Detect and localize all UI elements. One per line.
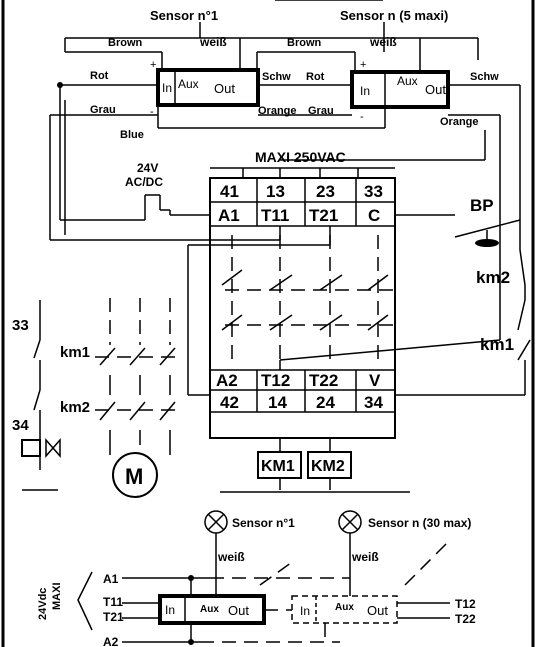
- svg-text:Brown: Brown: [287, 37, 322, 49]
- module-term-a1: A1: [218, 206, 240, 225]
- svg-text:Brown: Brown: [108, 37, 143, 49]
- sensor1-aux: Aux: [178, 77, 199, 91]
- svg-text:Blue: Blue: [120, 129, 144, 141]
- supply-label-2: AC/DC: [125, 175, 163, 189]
- svg-text:weiß: weiß: [217, 550, 245, 564]
- svg-text:Out: Out: [367, 603, 388, 618]
- svg-text:Aux: Aux: [200, 604, 219, 615]
- module-top-num-3: 33: [364, 182, 383, 201]
- svg-text:Rot: Rot: [90, 70, 109, 82]
- bottom-sensor1-title: Sensor n°1: [232, 516, 295, 530]
- module-term-t22: T22: [309, 371, 338, 390]
- bottom-sensor1-box: [158, 594, 266, 625]
- sensor1-title: Sensor n°1: [150, 8, 218, 23]
- module-bottom-num-1: 14: [268, 393, 287, 412]
- svg-text:Orange: Orange: [440, 116, 479, 128]
- valve-icon: [45, 438, 61, 458]
- sensorn-box: [350, 70, 450, 109]
- km2-contact-label: km2: [476, 268, 510, 287]
- module-term-t21: T21: [309, 206, 338, 225]
- module-term-a2: A2: [216, 371, 238, 390]
- module-term-v: V: [369, 371, 381, 390]
- terminal-33-label: 33: [12, 317, 29, 334]
- side-label-maxi: MAXI: [51, 583, 63, 611]
- module-bottom-num-3: 34: [364, 393, 383, 412]
- side-label-24vdc: 24Vdc: [37, 588, 49, 620]
- km1-label: KM1: [261, 458, 295, 475]
- sensor1-box: [156, 68, 260, 107]
- sensorn-in: In: [360, 84, 370, 98]
- svg-text:In: In: [300, 604, 310, 618]
- sensor1-out: Out: [214, 81, 235, 96]
- bottom-sensorn-title: Sensor n (30 max): [368, 516, 471, 530]
- svg-text:weiß: weiß: [199, 35, 227, 49]
- svg-text:+: +: [360, 59, 366, 71]
- svg-text:+: +: [150, 59, 156, 71]
- module-box: [209, 177, 396, 439]
- module-title: MAXI 250VAC: [255, 149, 346, 165]
- svg-text:-: -: [360, 111, 364, 123]
- module-term-t11: T11: [261, 206, 289, 225]
- km2-label: KM2: [311, 458, 345, 475]
- sensorn-aux: Aux: [397, 74, 418, 88]
- power-contacts: [95, 298, 180, 455]
- svg-text:weiß: weiß: [369, 35, 397, 49]
- sensor1-in: In: [162, 81, 172, 95]
- bp-button-icon: [475, 239, 499, 247]
- km1-contact-label: km1: [480, 335, 514, 354]
- km2-box: [307, 451, 352, 479]
- svg-text:T22: T22: [455, 612, 476, 626]
- module-top-num-0: 41: [220, 182, 239, 201]
- svg-text:weiß: weiß: [351, 550, 379, 564]
- supply-label: 24V: [137, 161, 158, 175]
- bp-label: BP: [470, 196, 494, 215]
- terminal-34-label: 34: [12, 417, 29, 434]
- svg-text:T21: T21: [103, 610, 124, 624]
- module-term-t12: T12: [261, 371, 290, 390]
- km1-power-label: km1: [60, 344, 90, 361]
- svg-text:Orange: Orange: [258, 105, 297, 117]
- sensorn-title: Sensor n (5 maxi): [340, 8, 448, 23]
- module-bottom-num-0: 42: [220, 393, 239, 412]
- module-term-c: C: [368, 206, 380, 225]
- svg-text:-: -: [150, 106, 154, 118]
- svg-text:A2: A2: [103, 635, 119, 647]
- svg-text:T12: T12: [455, 597, 476, 611]
- svg-text:In: In: [165, 603, 175, 617]
- sensorn-out: Out: [425, 82, 446, 97]
- module-bottom-num-2: 24: [316, 393, 335, 412]
- module-top-num-2: 23: [316, 182, 335, 201]
- svg-text:Grau: Grau: [90, 104, 116, 116]
- svg-text:A1: A1: [103, 572, 119, 586]
- svg-text:Out: Out: [228, 603, 249, 618]
- svg-text:Grau: Grau: [308, 105, 334, 117]
- module-internal-contacts: [221, 235, 395, 360]
- solenoid-coil: [21, 439, 41, 457]
- km2-power-label: km2: [60, 399, 90, 416]
- svg-text:Schw: Schw: [262, 71, 291, 83]
- svg-text:Aux: Aux: [335, 602, 354, 613]
- motor-icon: [112, 452, 158, 498]
- svg-text:Schw: Schw: [470, 71, 499, 83]
- svg-text:Rot: Rot: [306, 71, 325, 83]
- module-top-num-1: 13: [266, 182, 285, 201]
- motor-label: M: [125, 464, 143, 489]
- svg-text:T11: T11: [103, 595, 123, 609]
